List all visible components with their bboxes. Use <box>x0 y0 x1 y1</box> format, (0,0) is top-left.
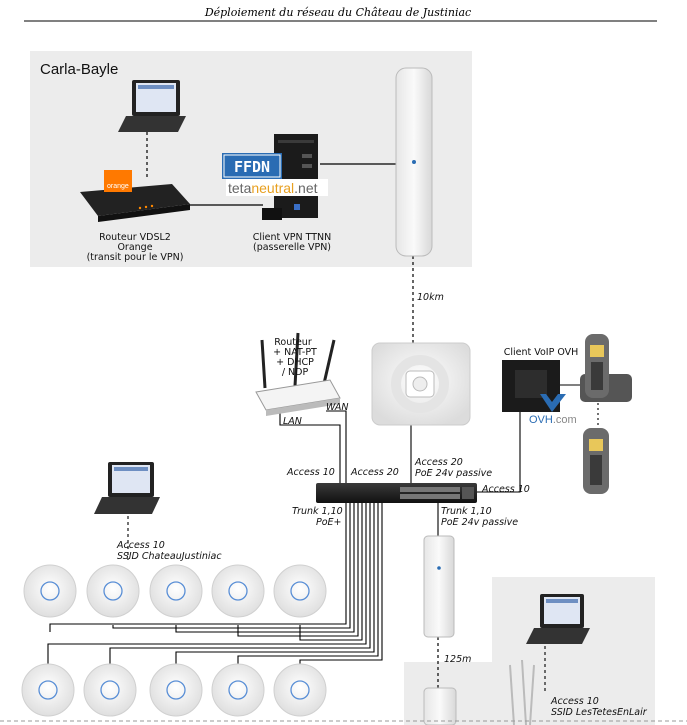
dect-phone-base <box>580 334 632 402</box>
vdsl-router: orange <box>80 170 190 222</box>
access-point <box>149 663 203 717</box>
svg-text:orange: orange <box>107 183 129 190</box>
wifi-chateau-ssid: SSID ChateauJustiniac <box>117 551 222 562</box>
dect-phone-handset <box>583 428 609 494</box>
access-point <box>211 663 265 717</box>
ap-poe-label: PoE 24v passive <box>415 468 492 479</box>
access-point <box>149 564 203 618</box>
radio-antenna-carla-bayle <box>395 67 433 257</box>
wan-label: WAN <box>326 402 349 413</box>
laptop-chateau <box>94 462 160 514</box>
access-point <box>211 564 265 618</box>
access-point <box>23 564 77 618</box>
svg-text:+ NAT-PT: + NAT-PT <box>273 347 317 358</box>
svg-text:tetaneutral.net: tetaneutral.net <box>228 180 318 196</box>
voip-client: Client VoIP OVH <box>502 347 578 412</box>
laptop-tetes <box>526 594 590 644</box>
svg-text:Routeur: Routeur <box>274 337 312 348</box>
voip-access-label: Access 10 <box>481 484 530 495</box>
page-title: Déploiement du réseau du Château de Just… <box>204 6 471 19</box>
ap-access-20-label: Access 20 <box>414 457 463 468</box>
wifi-chateau-access: Access 10 <box>116 540 165 551</box>
access-point <box>86 564 140 618</box>
trunk-right-poe-label: PoE 24v passive <box>441 517 518 528</box>
ap-row-top <box>23 564 327 618</box>
svg-text:FFDN: FFDN <box>234 158 270 176</box>
trunk-left-label: Trunk 1,10 <box>292 506 343 517</box>
poe-trunk-lines <box>47 503 383 672</box>
sector-antenna <box>371 342 471 426</box>
svg-text:(passerelle VPN): (passerelle VPN) <box>253 242 331 253</box>
remote-router-antennas <box>509 659 535 725</box>
svg-text:Routeur VDSL2: Routeur VDSL2 <box>99 232 171 243</box>
core-router-label: Routeur + NAT-PT + DHCP / NDP <box>273 337 317 378</box>
voip-client-label: Client VoIP OVH <box>504 347 579 358</box>
trunk-left-poe-label: PoE+ <box>316 517 342 528</box>
router-lan-link <box>279 410 341 483</box>
vdsl-router-label: Routeur VDSL2 Orange (transit pour le VP… <box>87 232 184 263</box>
svg-text:(transit pour le VPN): (transit pour le VPN) <box>87 252 184 263</box>
ap-access-label: Access 20 <box>350 467 399 478</box>
core-switch <box>316 483 477 503</box>
router-access-label: Access 10 <box>286 467 335 478</box>
radio-short-distance: 125m <box>444 654 471 665</box>
vpn-client-label: Client VPN TTNN (passerelle VPN) <box>253 232 332 253</box>
ovh-logo: OVH.com <box>529 394 577 426</box>
remote-antenna <box>423 687 457 725</box>
radio-long-distance: 10km <box>417 292 444 303</box>
access-point <box>273 663 327 717</box>
svg-text:/ NDP: / NDP <box>282 367 309 378</box>
tetaneutral-logo: tetaneutral.net <box>226 179 328 196</box>
wifi-tetes-access: Access 10 <box>550 696 599 707</box>
laptop-carla-bayle <box>118 80 186 132</box>
ap-row-bottom <box>21 663 327 717</box>
ffdn-logo: FFDN <box>222 153 282 179</box>
carla-bayle-zone-title: Carla-Bayle <box>40 61 118 78</box>
svg-text:Orange: Orange <box>117 242 152 253</box>
trunk-right-label: Trunk 1,10 <box>441 506 492 517</box>
access-point <box>273 564 327 618</box>
bullet-antenna <box>423 535 455 638</box>
lan-label: LAN <box>283 416 302 427</box>
svg-text:+ DHCP: + DHCP <box>276 357 314 368</box>
wifi-tetes-ssid: SSID LesTetesEnLair <box>551 707 648 718</box>
svg-text:Client VPN TTNN: Client VPN TTNN <box>253 232 332 243</box>
access-point <box>21 663 75 717</box>
core-router <box>255 332 341 416</box>
voip-switch-link <box>462 412 521 493</box>
router-wan-link <box>326 410 347 483</box>
svg-text:OVH.com: OVH.com <box>529 414 577 426</box>
access-point <box>83 663 137 717</box>
orange-logo <box>104 170 132 192</box>
